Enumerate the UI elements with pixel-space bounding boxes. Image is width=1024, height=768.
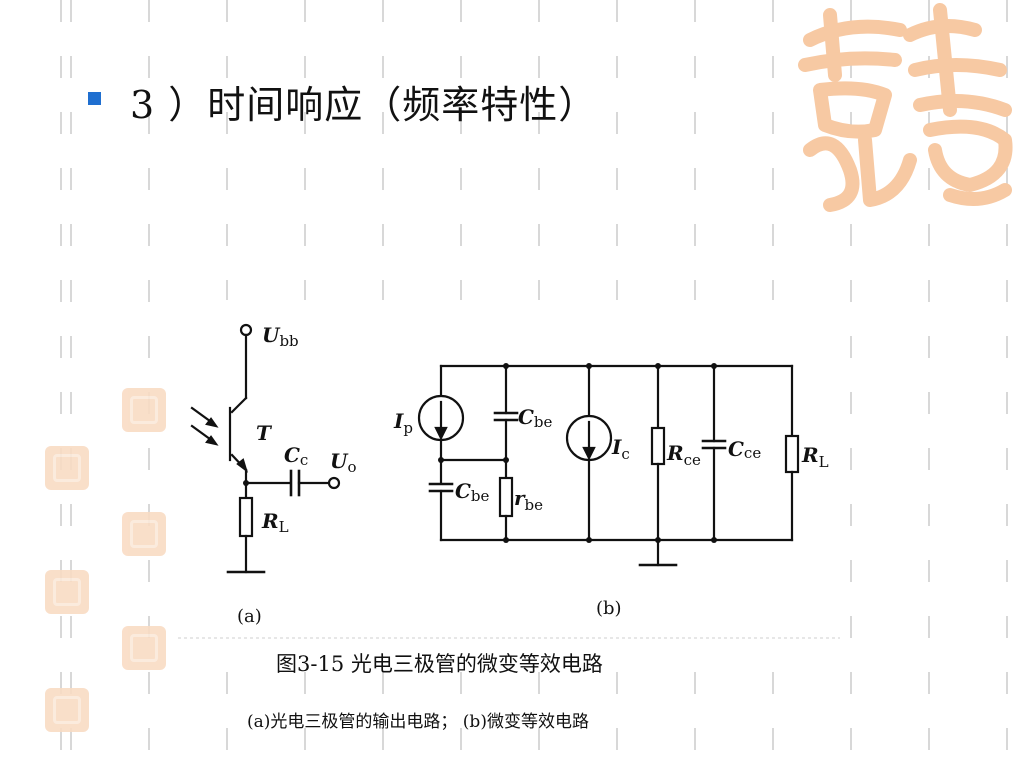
label-cbe-low: Cbe	[455, 479, 490, 505]
label-rl-a: RL	[261, 509, 289, 536]
decorative-stamp-icon	[122, 512, 166, 556]
label-ip: Ip	[393, 409, 413, 437]
junction-dots	[243, 363, 717, 543]
figure-subcaption: (a)光电三极管的输出电路； (b)微变等效电路	[247, 712, 589, 732]
label-rce: Rce	[666, 441, 701, 469]
label-cbe-top: Cbe	[518, 405, 553, 431]
bullet-marker	[88, 92, 101, 105]
decorative-stamp-icon	[45, 446, 89, 490]
decorative-stamp-icon	[45, 570, 89, 614]
label-ubb: Ubb	[262, 323, 299, 350]
label-cc: Cc	[284, 443, 308, 469]
label-uo: Uo	[330, 449, 356, 476]
page-heading: 3 ）时间响应（频率特性）	[130, 83, 598, 127]
figure-panel	[175, 300, 840, 640]
label-ic: Ic	[611, 435, 630, 463]
label-rl-b: RL	[801, 443, 829, 471]
decorative-stamp-icon	[45, 688, 89, 732]
label-rbe: rbe	[514, 486, 543, 514]
label-cce: Cce	[728, 437, 761, 462]
figure-caption: 图3-15 光电三极管的微变等效电路	[276, 652, 603, 676]
decorative-stamp-icon	[122, 388, 166, 432]
subfigure-label-a: (a)	[237, 606, 262, 627]
circuit-b	[417, 364, 800, 567]
circuit-a	[190, 323, 341, 574]
decorative-stamp-icon	[122, 626, 166, 670]
label-t: T	[256, 421, 273, 445]
subfigure-label-b: (b)	[596, 598, 622, 619]
decorative-seal-logo	[798, 3, 1013, 212]
